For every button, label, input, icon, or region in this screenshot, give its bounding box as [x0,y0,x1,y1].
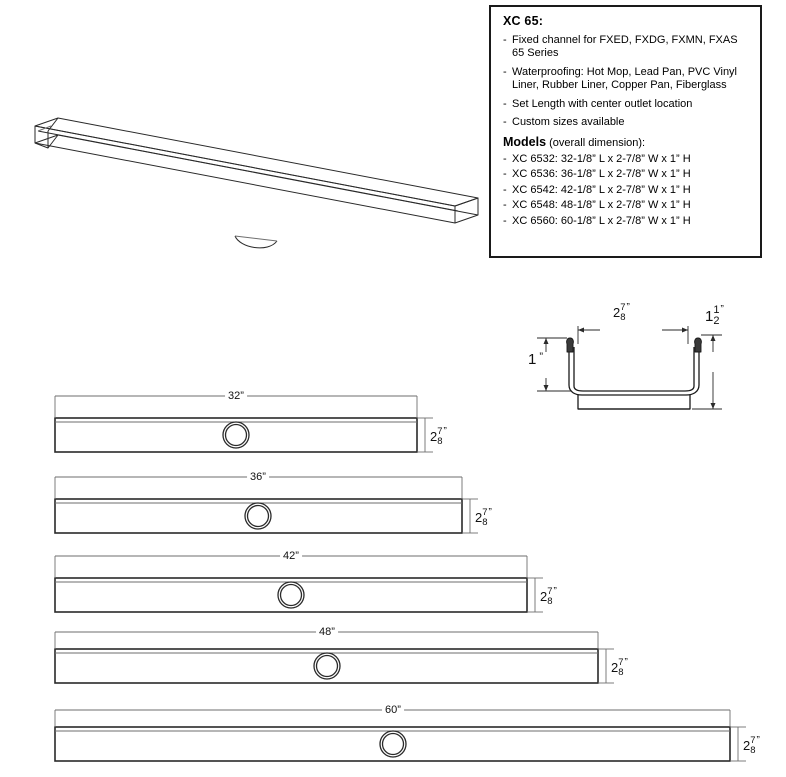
inch-mark: ” [553,586,557,597]
plan-view-48-width-label: 2 7 8 ” [611,658,628,677]
inch-mark: ” [624,657,628,668]
dim-fraction: 7 8 [482,508,487,527]
models-heading-label: Models [503,134,547,149]
bullet-dash-icon: - [503,116,507,129]
isometric-channel-drawing [34,117,479,249]
dim-whole-number: 1 [705,307,714,325]
model-list-item: - XC 6532: 32-1/8” L x 2-7/8” W x 1” H [503,152,750,168]
dim-fraction-numerator: 7 [750,735,756,746]
spec-bullet-text: Waterproofing: Hot Mop, Lead Pan, PVC Vi… [512,65,738,92]
spec-bullet: - Fixed channel for FXED, FXDG, FXMN, FX… [503,34,750,61]
bullet-dash-icon: - [503,152,507,165]
bullet-dash-icon: - [503,97,507,110]
dim-fraction-denominator: 8 [618,666,624,678]
model-list-item: - XC 6560: 60-1/8” L x 2-7/8” W x 1” H [503,214,750,230]
inch-mark: ” [488,507,492,518]
models-heading-sublabel: (overall dimension): [549,136,646,149]
plan-view-48-length-label: 48” [316,627,338,638]
bullet-dash-icon: - [503,214,507,227]
plan-view-36-width-label: 2 7 8 ” [475,508,492,527]
dim-whole-number: 1 [528,351,537,368]
cross-section-flange-dimension-label: 1 1 2 ” [705,304,724,328]
bullet-dash-icon: - [503,183,507,196]
dim-fraction: 7 8 [750,736,755,755]
plan-view-36-length-label: 36” [247,472,269,483]
plan-view-36-drawing [54,476,478,534]
cross-section-dimension-lines [537,326,722,410]
plan-view-42-length-label: 42” [280,551,302,562]
dim-whole-number: 2 [613,305,621,321]
plan-view-42-drawing [54,555,543,613]
bullet-dash-icon: - [503,65,507,78]
model-spec-text: XC 6548: 48-1/8” L x 2-7/8” W x 1” H [512,199,691,212]
dim-fraction-denominator: 8 [750,744,756,756]
dim-fraction-denominator: 8 [620,311,626,323]
dim-fraction-numerator: 7 [437,426,443,437]
plan-view-60-length-label: 60” [382,705,404,716]
plan-view-32-width-label: 2 7 8 ” [430,427,447,446]
inch-mark: ” [756,735,760,746]
plan-view-60-width-label: 2 7 8 ” [743,736,760,755]
plan-view-60-drawing [54,709,746,762]
spec-bullet-text: Set Length with center outlet location [512,97,693,110]
dim-fraction: 7 8 [618,658,623,677]
model-spec-text: XC 6532: 32-1/8” L x 2-7/8” W x 1” H [512,152,691,165]
model-spec-text: XC 6536: 36-1/8” L x 2-7/8” W x 1” H [512,168,691,181]
models-heading: Models (overall dimension): [503,135,750,150]
dim-fraction-denominator: 8 [482,516,488,528]
dim-whole-number: 2 [540,589,548,605]
dim-whole-number: 2 [475,510,483,526]
model-list-item: - XC 6536: 36-1/8” L x 2-7/8” W x 1” H [503,167,750,183]
dim-whole-number: 2 [743,738,751,754]
spec-bullet: - Waterproofing: Hot Mop, Lead Pan, PVC … [503,66,750,93]
dim-fraction-numerator: 1 [713,304,720,316]
spec-bullet-text: Fixed channel for FXED, FXDG, FXMN, FXAS… [512,33,738,60]
model-list-item: - XC 6542: 42-1/8” L x 2-7/8” W x 1” H [503,183,750,199]
dim-fraction-denominator: 8 [547,595,553,607]
plan-view-48-drawing [54,631,614,684]
spec-bullet-text: Custom sizes available [512,116,625,129]
cross-section-width-dimension-label: 2 7 8 ” [613,303,630,322]
inch-mark: ” [626,302,630,313]
inch-mark: ” [720,304,724,315]
inch-mark: ” [443,426,447,437]
dim-fraction: 7 8 [437,427,442,446]
plan-view-42-width-label: 2 7 8 ” [540,587,557,606]
dim-fraction-numerator: 7 [547,586,553,597]
dim-whole-number: 2 [611,660,619,676]
dim-fraction: 1 2 [713,304,720,328]
inch-mark: ” [539,351,544,363]
spec-info-box: XC 65: - Fixed channel for FXED, FXDG, F… [489,5,762,258]
dim-whole-number: 2 [430,429,438,445]
dim-fraction-denominator: 2 [713,315,720,328]
plan-view-32-length-label: 32” [225,391,247,402]
model-list-item: - XC 6548: 48-1/8” L x 2-7/8” W x 1” H [503,198,750,214]
dim-fraction-numerator: 7 [482,507,488,518]
bullet-dash-icon: - [503,199,507,212]
spec-bullet: - Set Length with center outlet location [503,98,750,112]
cross-section-height-dimension-label: 1 ” [528,351,544,368]
dim-fraction-numerator: 7 [620,302,626,313]
cross-section-profile-drawing [566,337,702,410]
bullet-dash-icon: - [503,33,507,46]
model-spec-text: XC 6560: 60-1/8” L x 2-7/8” W x 1” H [512,214,691,227]
spec-bullet: - Custom sizes available [503,116,750,130]
dim-fraction-numerator: 7 [618,657,624,668]
spec-title: XC 65: [503,14,544,28]
plan-view-32-drawing [54,395,433,453]
dim-fraction-denominator: 8 [437,435,443,447]
dim-fraction: 7 8 [547,587,552,606]
dim-fraction: 7 8 [620,303,625,322]
bullet-dash-icon: - [503,168,507,181]
model-spec-text: XC 6542: 42-1/8” L x 2-7/8” W x 1” H [512,183,691,196]
